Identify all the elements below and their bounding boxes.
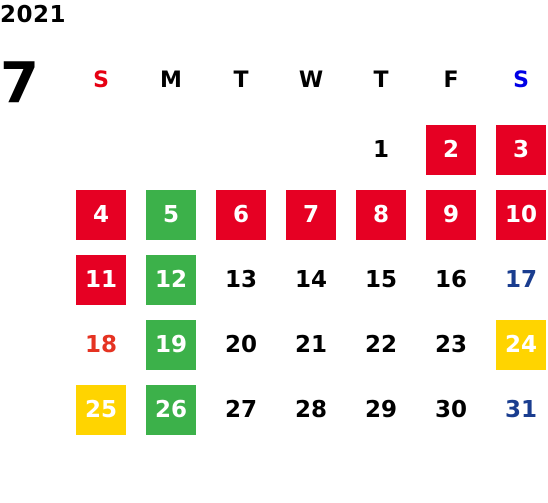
day-27: 27 [224,397,257,423]
weekday-sat: S [513,68,529,93]
day-25: 25 [76,385,126,435]
day-26: 26 [146,385,196,435]
day-30: 30 [434,397,467,423]
day-5: 5 [146,190,196,240]
day-14: 14 [294,267,327,293]
day-15: 15 [364,267,397,293]
day-19: 19 [146,320,196,370]
weekday-thu: T [373,68,389,93]
day-6: 6 [216,190,266,240]
weekday-tue: T [233,68,249,93]
weekday-wed: W [298,68,324,93]
day-13: 13 [224,267,257,293]
year-label: 2021 [0,2,67,28]
weekday-fri: F [443,68,459,93]
weekday-sun: S [93,68,109,93]
day-28: 28 [294,397,327,423]
day-21: 21 [294,332,327,358]
day-20: 20 [224,332,257,358]
day-12: 12 [146,255,196,305]
day-23: 23 [434,332,467,358]
day-9: 9 [426,190,476,240]
day-3: 3 [496,125,546,175]
weekday-mon: M [160,68,182,93]
month-label: 7 [0,51,39,116]
day-24: 24 [496,320,546,370]
day-8: 8 [356,190,406,240]
day-22: 22 [364,332,397,358]
day-17: 17 [504,267,537,293]
day-1: 1 [372,137,389,163]
day-31: 31 [504,397,537,423]
day-11: 11 [76,255,126,305]
day-2: 2 [426,125,476,175]
day-10: 10 [496,190,546,240]
day-7: 7 [286,190,336,240]
day-29: 29 [364,397,397,423]
day-4: 4 [76,190,126,240]
day-16: 16 [434,267,467,293]
day-18: 18 [84,332,117,358]
